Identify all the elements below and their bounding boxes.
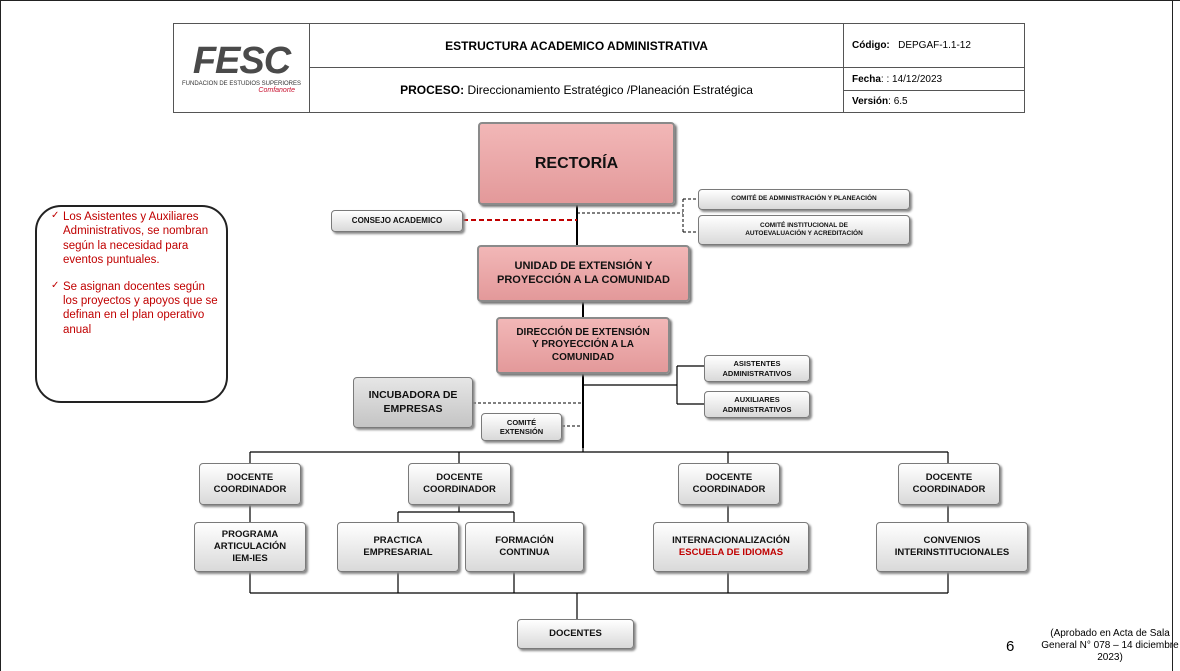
docentes-label: DOCENTES <box>549 628 602 640</box>
comite-autoeval-label: COMITÉ INSTITUCIONAL DE AUTOEVALUACIÓN Y… <box>745 221 863 237</box>
asistentes-label: ASISTENTES ADMINISTRATIVOS <box>722 359 792 378</box>
docente-coord-2-label: DOCENTE COORDINADOR <box>423 472 496 495</box>
docente-coord-3-label: DOCENTE COORDINADOR <box>692 472 766 495</box>
fesc-logo: FESC FUNDACION DE ESTUDIOS SUPERIORES Co… <box>173 23 310 113</box>
logo-text: FESC <box>192 39 291 82</box>
comite-autoevaluacion-box: COMITÉ INSTITUCIONAL DE AUTOEVALUACIÓN Y… <box>698 215 910 245</box>
version-cell: Versión: 6.5 <box>843 90 1025 113</box>
approval-note: (Aprobado en Acta de Sala General N° 078… <box>1041 628 1179 663</box>
auxiliares-box: AUXILIARES ADMINISTRATIVOS <box>704 391 810 418</box>
internacionalizacion-label: INTERNACIONALIZACIÓN <box>672 535 790 547</box>
formacion-continua-box: FORMACIÓN CONTINUA <box>465 522 584 572</box>
check-icon: ✓ <box>51 279 60 291</box>
rectoria-box: RECTORÍA <box>478 122 675 205</box>
code-value: DEPGAF-1.1-12 <box>898 40 971 51</box>
page-number: 6 <box>1006 638 1015 655</box>
frame-right-border <box>1172 0 1173 671</box>
direccion-extension-box: DIRECCIÓN DE EXTENSIÓN Y PROYECCIÓN A LA… <box>496 317 670 374</box>
note-item-2: ✓ Se asignan docentes según los proyecto… <box>51 280 218 338</box>
asistentes-box: ASISTENTES ADMINISTRATIVOS <box>704 355 810 382</box>
unidad-extension-box: UNIDAD DE EXTENSIÓN Y PROYECCIÓN A LA CO… <box>477 245 690 302</box>
notes-callout: ✓ Los Asistentes y Auxiliares Administra… <box>35 205 228 403</box>
code-cell: Código: DEPGAF-1.1-12 <box>843 23 1025 68</box>
note-text-1: Los Asistentes y Auxiliares Administrati… <box>63 211 209 267</box>
consejo-label: CONSEJO ACADEMICO <box>351 216 443 225</box>
docente-coordinador-4-box: DOCENTE COORDINADOR <box>898 463 1000 505</box>
code-label: Código: <box>852 40 890 51</box>
escuela-idiomas-label: ESCUELA DE IDIOMAS <box>678 547 784 558</box>
frame-top-border <box>0 0 1180 1</box>
docentes-box: DOCENTES <box>517 619 634 649</box>
process-label: PROCESO: <box>400 83 465 97</box>
programa-label: PROGRAMA ARTICULACIÓN IEM-IES <box>213 529 287 564</box>
direccion-label: DIRECCIÓN DE EXTENSIÓN Y PROYECCIÓN A LA… <box>516 326 650 363</box>
docente-coord-1-label: DOCENTE COORDINADOR <box>213 472 287 495</box>
incubadora-label: INCUBADORA DE EMPRESAS <box>368 389 458 415</box>
consejo-academico-box: CONSEJO ACADEMICO <box>331 210 463 232</box>
frame-left-border <box>0 0 1 671</box>
comite-admin-label: COMITÉ DE ADMINISTRACIÓN Y PLANEACIÓN <box>731 195 877 203</box>
incubadora-box: INCUBADORA DE EMPRESAS <box>353 377 473 428</box>
docente-coordinador-2-box: DOCENTE COORDINADOR <box>408 463 511 505</box>
practica-empresarial-box: PRACTICA EMPRESARIAL <box>337 522 459 572</box>
fecha-cell: Fecha: : 14/12/2023 <box>843 67 1025 91</box>
formacion-label: FORMACIÓN CONTINUA <box>495 535 554 558</box>
docente-coordinador-3-box: DOCENTE COORDINADOR <box>678 463 780 505</box>
process-cell: PROCESO: Direccionamiento Estratégico /P… <box>309 67 844 113</box>
comite-extension-box: COMITÉ EXTENSIÓN <box>481 413 562 441</box>
internacionalizacion-box: INTERNACIONALIZACIÓN ESCUELA DE IDIOMAS <box>653 522 809 572</box>
note-text-2: Se asignan docentes según los proyectos … <box>63 280 218 336</box>
check-icon: ✓ <box>51 210 60 221</box>
auxiliares-label: AUXILIARES ADMINISTRATIVOS <box>722 395 792 414</box>
fecha-value: : : 14/12/2023 <box>880 73 943 85</box>
docente-coord-4-label: DOCENTE COORDINADOR <box>912 472 986 495</box>
fecha-label: Fecha <box>852 73 881 85</box>
convenios-label: CONVENIOS INTERINSTITUCIONALES <box>894 535 1010 558</box>
docente-coordinador-1-box: DOCENTE COORDINADOR <box>199 463 301 505</box>
logo-subtitle: FUNDACION DE ESTUDIOS SUPERIORES <box>181 80 301 87</box>
version-label: Versión <box>852 96 889 107</box>
comite-ext-label: COMITÉ EXTENSIÓN <box>499 417 544 436</box>
note-item-1: ✓ Los Asistentes y Auxiliares Administra… <box>51 210 218 268</box>
unidad-label: UNIDAD DE EXTENSIÓN Y PROYECCIÓN A LA CO… <box>497 259 670 286</box>
practica-label: PRACTICA EMPRESARIAL <box>363 535 433 558</box>
comite-administracion-box: COMITÉ DE ADMINISTRACIÓN Y PLANEACIÓN <box>698 189 910 210</box>
rectoria-label: RECTORÍA <box>534 154 619 172</box>
logo-comfanorte: Comfanorte <box>258 86 295 94</box>
version-value: : 6.5 <box>888 96 908 107</box>
convenios-box: CONVENIOS INTERINSTITUCIONALES <box>876 522 1028 572</box>
process-value: Direccionamiento Estratégico /Planeación… <box>467 83 753 97</box>
programa-articulacion-box: PROGRAMA ARTICULACIÓN IEM-IES <box>194 522 306 572</box>
